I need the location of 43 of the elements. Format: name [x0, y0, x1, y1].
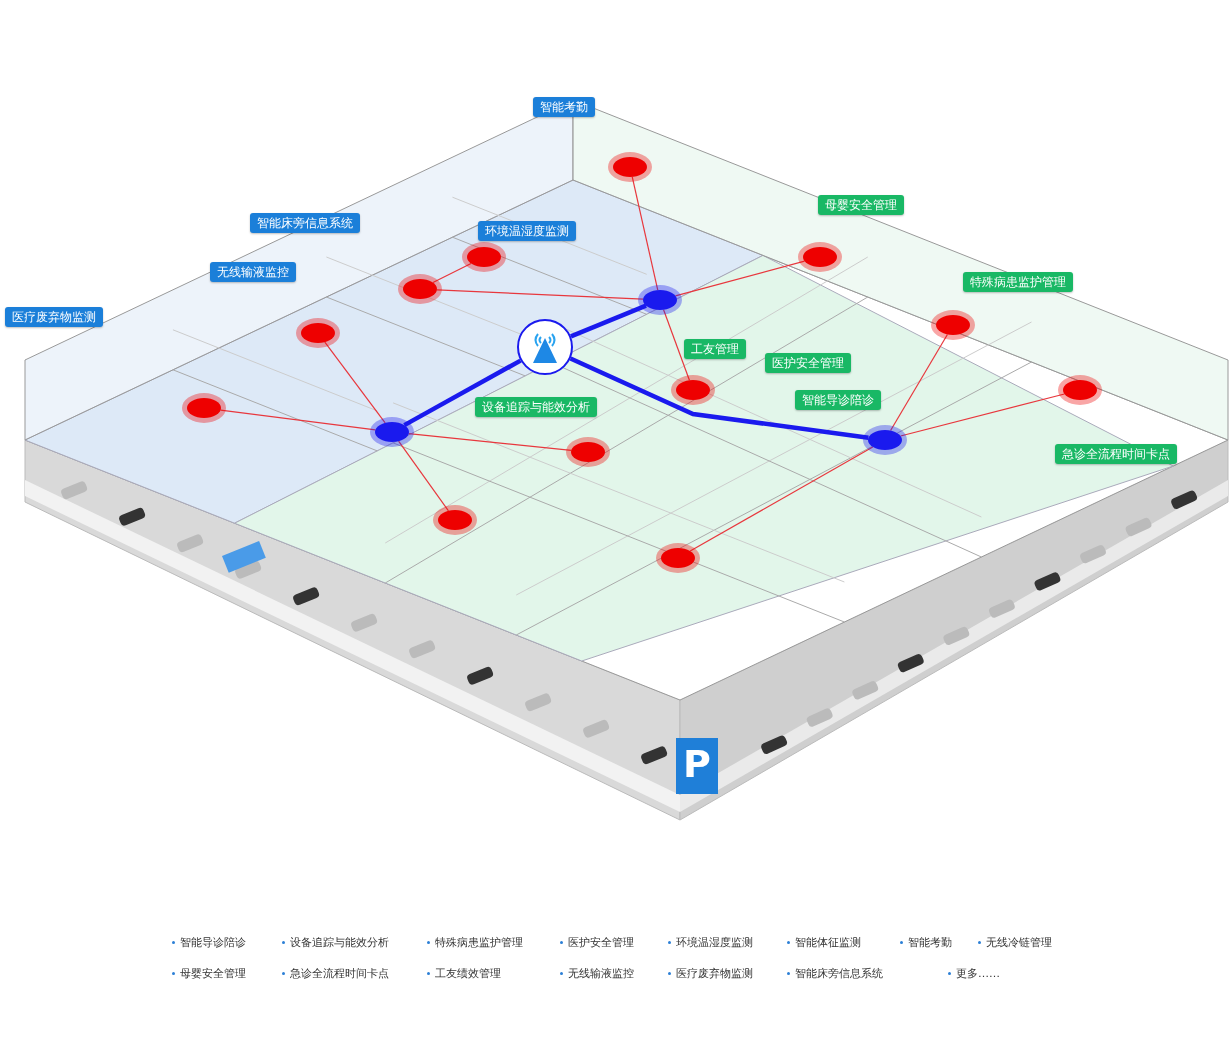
connection-line	[436, 289, 644, 300]
feature-tag: 特殊病患监护管理	[963, 272, 1073, 292]
feature-tag: 智能床旁信息系统	[250, 213, 360, 233]
feature-list-item: 智能床旁信息系统	[787, 966, 883, 981]
feature-tag: 医疗废弃物监测	[5, 307, 103, 327]
connection-line	[220, 409, 376, 431]
connection-line	[900, 393, 1065, 437]
connection-line	[689, 446, 874, 552]
feature-tag: 医护安全管理	[765, 353, 851, 373]
feature-list-item: 无线输液监控	[560, 966, 634, 981]
connection-line	[570, 303, 647, 339]
feature-list-item: 智能考勤	[900, 935, 952, 950]
feature-tag: 智能导诊陪诊	[795, 390, 881, 410]
connection-line	[569, 356, 869, 440]
connection-line	[324, 341, 386, 424]
feature-list-item: 工友绩效管理	[427, 966, 501, 981]
feature-tag: 设备追踪与能效分析	[475, 397, 597, 417]
feature-list-item: 医护安全管理	[560, 935, 634, 950]
feature-list-item: 医疗废弃物监测	[668, 966, 753, 981]
connection-line	[890, 333, 948, 432]
connection-line	[408, 433, 572, 451]
feature-list-item: 急诊全流程时间卡点	[282, 966, 389, 981]
feature-tag: 环境温湿度监测	[478, 221, 576, 241]
feature-tag: 智能考勤	[533, 97, 595, 117]
connection-line	[432, 262, 472, 284]
feature-tag: 工友管理	[684, 339, 746, 359]
feature-list-item: 特殊病患监护管理	[427, 935, 523, 950]
feature-tag: 急诊全流程时间卡点	[1055, 444, 1177, 464]
feature-list-item: 无线冷链管理	[978, 935, 1052, 950]
feature-list-item: 母婴安全管理	[172, 966, 246, 981]
feature-tag: 母婴安全管理	[818, 195, 904, 215]
connection-line	[663, 309, 690, 381]
feature-tag: 无线输液监控	[210, 262, 296, 282]
feature-list-item: 设备追踪与能效分析	[282, 935, 389, 950]
feature-list-item: 智能体征监测	[787, 935, 861, 950]
feature-list-item: 智能导诊陪诊	[172, 935, 246, 950]
connection-line	[403, 358, 522, 428]
parking-sign-letter: P	[683, 744, 711, 784]
connection-line	[398, 440, 449, 512]
feature-list-item: 更多……	[948, 966, 1000, 981]
feature-list-item: 环境温湿度监测	[668, 935, 753, 950]
connection-line	[631, 176, 659, 291]
connection-line	[674, 260, 806, 297]
